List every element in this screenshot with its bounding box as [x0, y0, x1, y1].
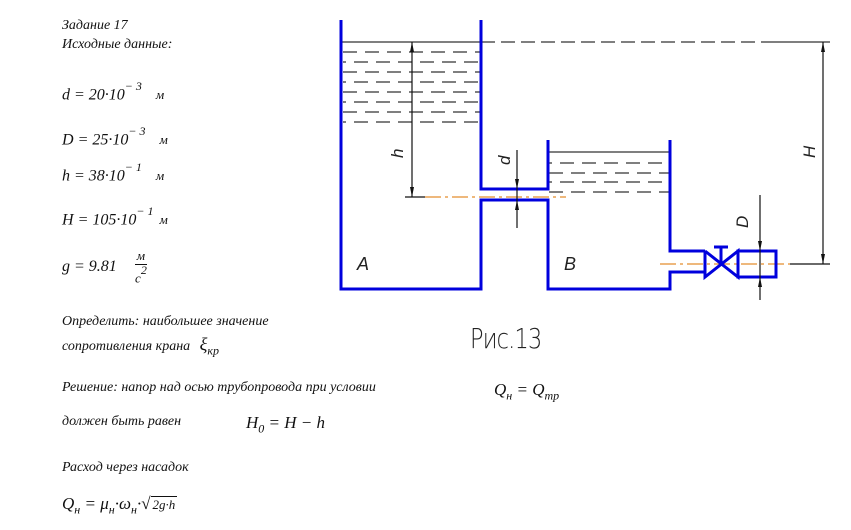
- task-title: Задание 17: [62, 18, 128, 33]
- tank-b-water-dashes: [549, 162, 670, 193]
- h0-letter: H: [246, 413, 259, 432]
- arrow-d-top: [515, 179, 519, 189]
- cond-lhs-sub: н: [506, 388, 513, 403]
- cond-rhs-sub: тр: [544, 388, 560, 403]
- flow-formula: Qн = μн·ωн·√2g·h: [62, 494, 178, 517]
- sqrt-argument: 2g·h: [150, 496, 178, 512]
- given-g-unit-den-exp: 2: [140, 263, 147, 277]
- given-g-unit-fraction: м c2: [134, 248, 148, 286]
- given-g: g = 9.81 м c2: [62, 248, 148, 286]
- label-dim-d: d: [495, 155, 514, 165]
- given-H-exponent: − 1: [136, 204, 154, 218]
- given-D-mantissa: 25·10: [92, 131, 129, 149]
- given-D-unit: м: [159, 132, 168, 148]
- label-tank-b: B: [564, 254, 576, 274]
- given-H-unit: м: [159, 212, 168, 228]
- h0-sub: 0: [258, 421, 265, 436]
- label-dim-H: H: [800, 145, 819, 158]
- given-d-symbol: d: [62, 86, 70, 104]
- given-g-symbol: g: [62, 257, 70, 275]
- q-eq: =: [80, 494, 101, 513]
- upper-pipe-wall: [479, 20, 550, 191]
- given-h-exponent: − 1: [124, 160, 142, 174]
- dot-1: ·: [114, 494, 119, 513]
- given-H: H = 105·10− 1 м: [62, 204, 168, 229]
- dot-2: ·: [136, 494, 142, 513]
- dimension-lines: [405, 42, 830, 300]
- h0-rhs: = H − h: [264, 413, 326, 432]
- given-D: D = 25·10− 3 м: [62, 124, 168, 149]
- given-g-unit-num: м: [134, 248, 148, 265]
- arrow-D-bottom: [758, 277, 762, 287]
- solution-line1: Решение: напор над осью трубопровода при…: [62, 380, 376, 395]
- determine-line1: Определить: наибольшее значение: [62, 314, 269, 329]
- cond-eq: =: [512, 380, 533, 399]
- q-lhs-sub: н: [74, 502, 81, 517]
- given-h-unit: м: [155, 168, 165, 184]
- xi-subscript: кр: [207, 343, 220, 358]
- arrow-h-top: [410, 42, 414, 52]
- xi-symbol: ξкр: [199, 334, 219, 358]
- arrow-H-bottom: [821, 254, 825, 264]
- sqrt-sign: √: [141, 494, 151, 513]
- solution-line3: Расход через насадок: [62, 460, 189, 475]
- lower-wall-outline: [339, 20, 705, 291]
- given-d-unit: м: [155, 87, 165, 103]
- given-d-mantissa: 20·10: [88, 86, 125, 104]
- outlet-nozzle: [736, 249, 778, 279]
- given-D-symbol: D: [62, 131, 74, 149]
- label-dim-h: h: [388, 149, 407, 158]
- arrow-H-top: [821, 42, 825, 52]
- given-d-exponent: − 3: [124, 79, 142, 93]
- given-h: h = 38·10− 1 м: [62, 160, 165, 185]
- head-formula: H0 = H − h: [246, 413, 325, 436]
- given-d: d = 20·10− 3 м: [62, 79, 165, 104]
- mu-letter: μ: [100, 494, 109, 513]
- label-tank-a: A: [356, 254, 369, 274]
- given-label: Исходные данные:: [62, 37, 173, 52]
- given-h-symbol: h: [62, 167, 70, 185]
- tank-walls: [339, 20, 778, 291]
- solution-line2: должен быть равен: [62, 414, 182, 429]
- figure-caption: Рис.13: [470, 322, 542, 355]
- arrow-D-top: [758, 241, 762, 251]
- label-dim-D: D: [733, 216, 752, 228]
- q-lhs: Q: [62, 494, 75, 513]
- omega-letter: ω: [118, 494, 131, 513]
- arrow-h-bottom: [410, 187, 414, 197]
- given-g-unit-den: c: [135, 270, 141, 286]
- xi-letter: ξ: [199, 334, 208, 354]
- tank-b-right-wall: [668, 140, 705, 253]
- determine-line2-text: сопротивления крана: [62, 339, 191, 354]
- cond-rhs: Q: [532, 380, 545, 399]
- cond-lhs: Q: [494, 380, 507, 399]
- given-g-mantissa: 9.81: [88, 257, 117, 275]
- given-D-exponent: − 3: [128, 124, 146, 138]
- flow-condition: Qн = Qтр: [494, 380, 559, 403]
- determine-line2: сопротивления крана ξкр: [62, 334, 219, 359]
- given-H-mantissa: 105·10: [92, 211, 137, 229]
- arrow-d-bottom: [515, 200, 519, 210]
- given-h-mantissa: 38·10: [88, 167, 125, 185]
- omega-sub: н: [130, 502, 137, 517]
- dimension-arrows: [410, 42, 825, 287]
- given-H-symbol: H: [62, 211, 74, 229]
- mu-sub: н: [108, 502, 115, 517]
